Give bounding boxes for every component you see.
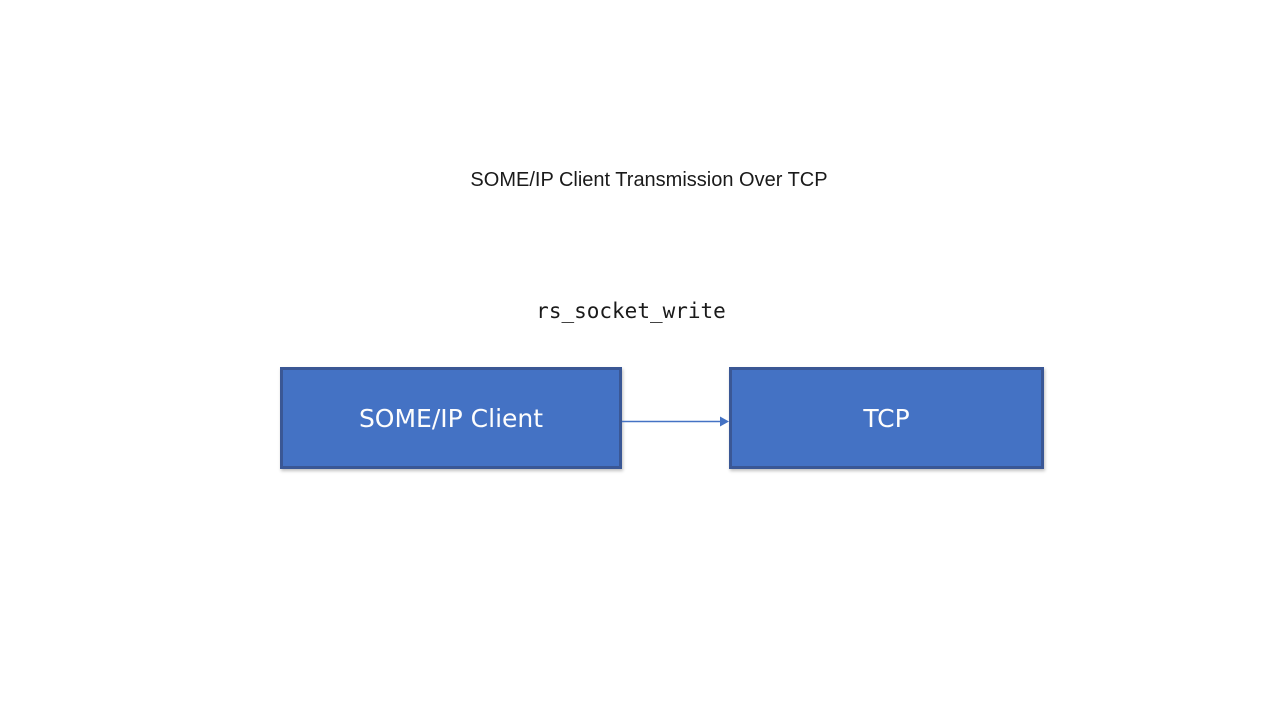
- node-someip-client-label: SOME/IP Client: [358, 403, 544, 433]
- node-tcp-label: TCP: [863, 403, 910, 433]
- arrow-right-icon: [622, 416, 729, 427]
- edge-label: rs_socket_write: [536, 299, 726, 323]
- diagram-title: SOME/IP Client Transmission Over TCP: [470, 169, 828, 191]
- node-someip-client: SOME/IP Client: [280, 367, 622, 469]
- node-tcp: TCP: [729, 367, 1044, 469]
